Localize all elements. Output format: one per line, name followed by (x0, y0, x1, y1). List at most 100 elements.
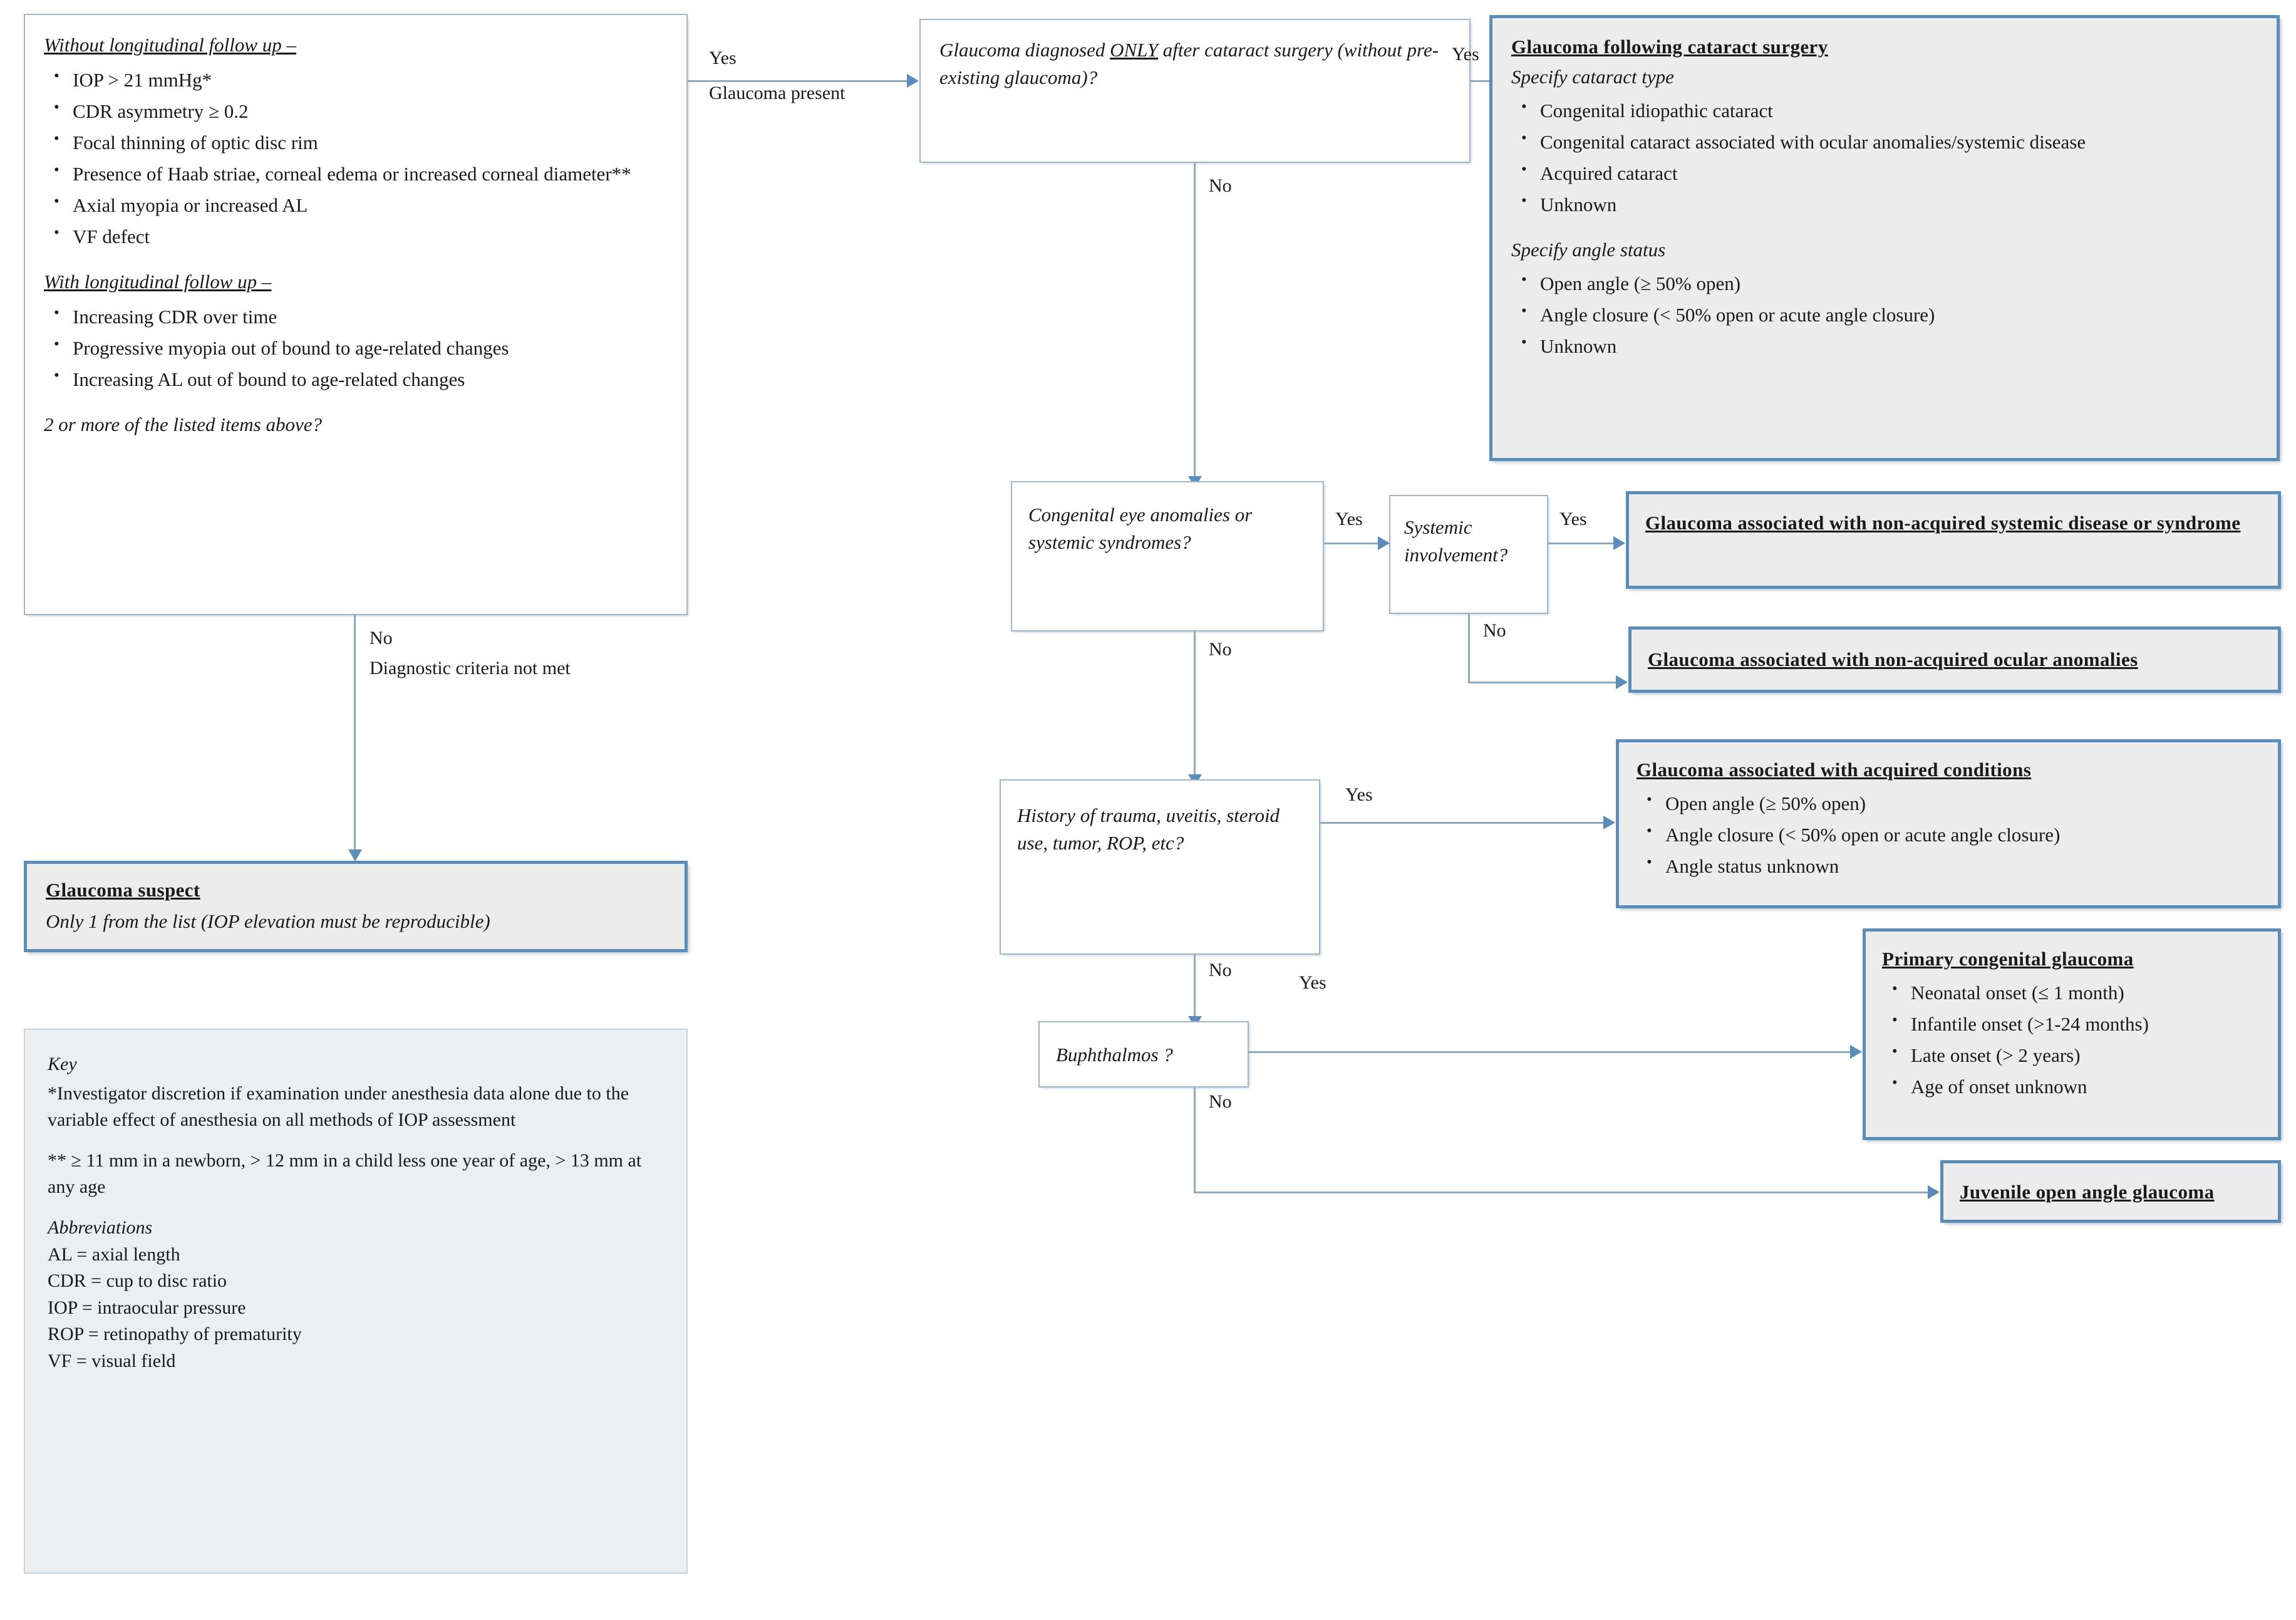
glaucoma-suspect-heading: Glaucoma suspect (46, 879, 200, 901)
edge-cataract-no (1194, 163, 1196, 480)
non-acquired-systemic-heading: Glaucoma associated with non-acquired sy… (1645, 512, 2241, 534)
edge-label-congenital-no: No (1209, 639, 1232, 660)
arrow-right-icon (907, 74, 919, 88)
abbreviation-item: ROP = retinopathy of prematurity (48, 1324, 302, 1345)
list-item: Acquired cataract (1521, 158, 2258, 187)
edge-buphthalmos-no-horizontal (1194, 1192, 1938, 1193)
cataract-question-part2: after cataract surgery (without pre-exis… (939, 39, 1439, 89)
list-item: Increasing CDR over time (54, 302, 668, 331)
congenital-question-text: Congenital eye anomalies or systemic syn… (1028, 504, 1253, 554)
divider (44, 254, 668, 268)
criteria-decision-box[interactable]: Without longitudinal follow up – IOP > 2… (24, 14, 688, 615)
edge-label-yes-glaucoma-present-line1: Yes (709, 48, 737, 68)
juvenile-open-angle-heading: Juvenile open angle glaucoma (1960, 1181, 2215, 1203)
list-item: Progressive myopia out of bound to age-r… (54, 333, 668, 362)
edge-label-buphthalmos-yes: Yes (1299, 972, 1326, 993)
edge-systemic-no-horizontal (1468, 682, 1626, 683)
key-note-1: *Investigator discretion if examination … (48, 1083, 629, 1131)
list-item: Neonatal onset (≤ 1 month) (1892, 978, 2262, 1007)
criteria-section2-heading: With longitudinal follow up – (44, 271, 272, 293)
key-title: Key (48, 1054, 77, 1074)
buphthalmos-question-text: Buphthalmos ? (1056, 1044, 1173, 1066)
congenital-anomalies-question-box[interactable]: Congenital eye anomalies or systemic syn… (1011, 481, 1324, 631)
criteria-section1-list: IOP > 21 mmHg* CDR asymmetry ≥ 0.2 Focal… (44, 65, 668, 251)
acquired-conditions-outcome-box[interactable]: Glaucoma associated with acquired condit… (1616, 739, 2281, 908)
edge-label-cataract-no: No (1209, 175, 1232, 196)
abbreviation-item: CDR = cup to disc ratio (48, 1270, 227, 1292)
non-acquired-ocular-heading: Glaucoma associated with non-acquired oc… (1648, 648, 2138, 670)
edge-trauma-no (1194, 955, 1196, 1020)
edge-label-yes-glaucoma-present-line2: Glaucoma present (709, 83, 845, 103)
edge-label-trauma-yes: Yes (1345, 784, 1373, 805)
cataract-question-part1: Glaucoma diagnosed (939, 39, 1110, 61)
list-item: Age of onset unknown (1892, 1072, 2262, 1101)
buphthalmos-question-box[interactable]: Buphthalmos ? (1038, 1021, 1249, 1088)
list-item: Infantile onset (>1-24 months) (1892, 1009, 2262, 1038)
juvenile-open-angle-outcome-box[interactable]: Juvenile open angle glaucoma (1940, 1160, 2281, 1223)
non-acquired-systemic-outcome-box[interactable]: Glaucoma associated with non-acquired sy… (1626, 491, 2281, 589)
list-item: Angle closure (< 50% open or acute angle… (1647, 820, 2260, 849)
list-item: Angle closure (< 50% open or acute angle… (1521, 300, 2258, 329)
edge-label-congenital-yes: Yes (1335, 509, 1363, 529)
edge-systemic-no-vertical (1468, 614, 1470, 683)
criteria-question: 2 or more of the listed items above? (44, 413, 322, 436)
key-note-2: ** ≥ 11 mm in a newborn, > 12 mm in a ch… (48, 1150, 642, 1198)
edge-label-trauma-no: No (1209, 960, 1232, 980)
arrow-right-icon (1928, 1185, 1940, 1199)
edge-label-buphthalmos-no: No (1209, 1091, 1232, 1112)
key-legend-box: Key *Investigator discretion if examinat… (24, 1029, 688, 1574)
list-item: VF defect (54, 222, 668, 251)
edge-trauma-yes (1320, 822, 1613, 824)
criteria-section2-list: Increasing CDR over time Progressive myo… (44, 302, 668, 393)
list-item: IOP > 21 mmHg* (54, 65, 668, 94)
edge-systemic-yes (1548, 543, 1623, 544)
trauma-history-question-box[interactable]: History of trauma, uveitis, steroid use,… (1000, 779, 1320, 955)
primary-congenital-heading: Primary congenital glaucoma (1882, 948, 2134, 970)
arrow-right-icon (1603, 816, 1615, 829)
cataract-outcome-box[interactable]: Glaucoma following cataract surgery Spec… (1489, 15, 2280, 461)
edge-label-cataract-yes: Yes (1452, 44, 1479, 65)
list-item: Axial myopia or increased AL (54, 190, 668, 219)
glaucoma-suspect-detail: Only 1 from the list (IOP elevation must… (46, 910, 490, 933)
edge-buphthalmos-yes (1249, 1051, 1860, 1053)
abbreviation-item: IOP = intraocular pressure (48, 1297, 246, 1318)
edge-label-no-criteria-line1: No (370, 628, 393, 648)
primary-congenital-outcome-box[interactable]: Primary congenital glaucoma Neonatal ons… (1863, 928, 2281, 1140)
key-abbreviations-title: Abbreviations (48, 1217, 153, 1238)
list-item: Late onset (> 2 years) (1892, 1041, 2262, 1069)
edge-label-systemic-yes: Yes (1559, 509, 1587, 529)
arrow-right-icon (1613, 536, 1625, 550)
glaucoma-suspect-outcome-box[interactable]: Glaucoma suspect Only 1 from the list (I… (24, 861, 688, 952)
non-acquired-ocular-outcome-box[interactable]: Glaucoma associated with non-acquired oc… (1628, 626, 2281, 693)
list-item: Increasing AL out of bound to age-relate… (54, 365, 668, 393)
edge-buphthalmos-no-vertical (1194, 1088, 1196, 1193)
abbreviation-item: AL = axial length (48, 1244, 180, 1265)
list-item: Unknown (1521, 190, 2258, 219)
cataract-outcome-sub2: Specify angle status (1511, 239, 1666, 261)
cataract-type-list: Congenital idiopathic cataract Congenita… (1511, 96, 2258, 219)
edge-label-no-criteria-line2: Diagnostic criteria not met (370, 658, 571, 678)
list-item: Presence of Haab striae, corneal edema o… (54, 159, 636, 188)
cataract-outcome-heading: Glaucoma following cataract surgery (1511, 36, 1828, 58)
arrow-right-icon (1616, 675, 1628, 689)
cataract-question-text: Glaucoma diagnosed ONLY after cataract s… (939, 36, 1451, 91)
list-item: Open angle (≥ 50% open) (1647, 789, 2260, 818)
criteria-section1-heading: Without longitudinal follow up – (44, 34, 297, 56)
cataract-surgery-question-box[interactable]: Glaucoma diagnosed ONLY after cataract s… (919, 19, 1471, 163)
edge-yes-glaucoma-present (688, 80, 907, 82)
edge-congenital-yes (1324, 543, 1389, 544)
primary-congenital-list: Neonatal onset (≤ 1 month) Infantile ons… (1882, 978, 2262, 1101)
cataract-outcome-sub1: Specify cataract type (1511, 66, 1674, 88)
systemic-question-text: Systemic involvement? (1404, 516, 1508, 566)
divider (48, 1201, 664, 1215)
list-item: Focal thinning of optic disc rim (54, 128, 668, 157)
list-item: CDR asymmetry ≥ 0.2 (54, 96, 668, 125)
list-item: Unknown (1521, 331, 2258, 360)
trauma-question-text: History of trauma, uveitis, steroid use,… (1017, 804, 1280, 854)
systemic-involvement-question-box[interactable]: Systemic involvement? (1389, 495, 1548, 614)
acquired-conditions-list: Open angle (≥ 50% open) Angle closure (<… (1637, 789, 2260, 880)
edge-congenital-no (1194, 631, 1196, 778)
arrow-right-icon (1850, 1045, 1862, 1059)
arrow-down-icon (348, 849, 362, 861)
